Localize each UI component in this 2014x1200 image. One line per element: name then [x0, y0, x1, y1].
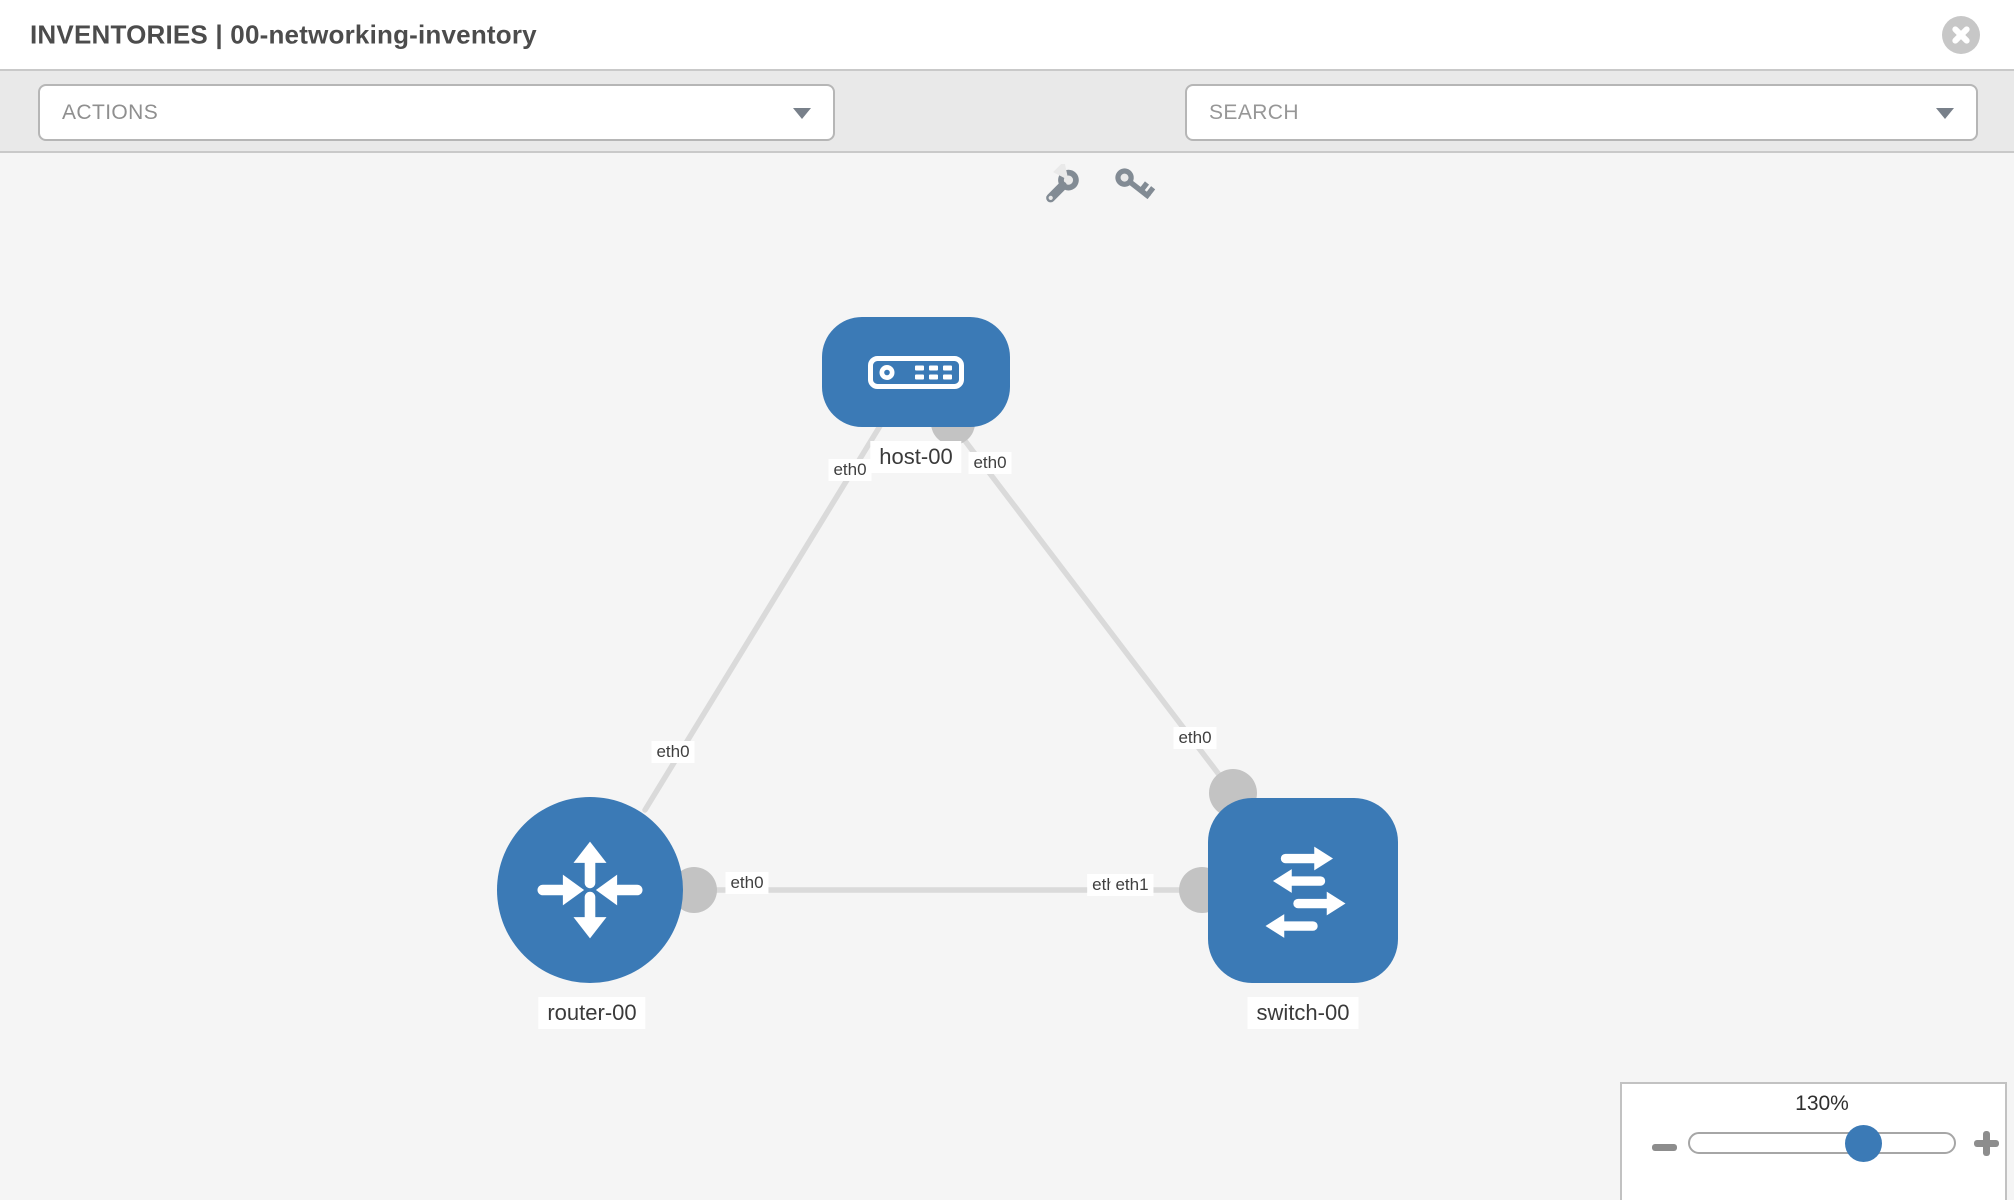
router-arrows-icon	[537, 841, 643, 939]
header: INVENTORIES | 00-networking-inventory	[0, 0, 2014, 71]
zoom-level-value: 130%	[1795, 1092, 1849, 1115]
toolbar: ACTIONS	[0, 71, 2014, 203]
zoom-slider-thumb[interactable]	[1845, 1125, 1882, 1162]
interface-label-host-to-router: eth0	[828, 459, 872, 481]
zoom-slider-track[interactable]	[1688, 1132, 1956, 1154]
topology-links-layer	[642, 401, 1257, 913]
interface-label-host-to-switch: eth0	[968, 452, 1012, 474]
interface-label-switch-to-host: eth0	[1173, 727, 1217, 749]
plus-icon	[1983, 1131, 1990, 1156]
node-router-00[interactable]	[497, 797, 683, 983]
switch-arrows-icon	[1265, 846, 1346, 938]
node-switch-00[interactable]	[1208, 798, 1398, 983]
interface-label-switch-to-router: eth1	[1110, 874, 1154, 896]
page-title: INVENTORIES | 00-networking-inventory	[30, 19, 537, 49]
key-icon-svg	[1115, 168, 1156, 200]
search-dropdown[interactable]: SEARCH	[1185, 84, 1978, 141]
caret-down-icon	[793, 107, 811, 119]
wrench-icon[interactable]	[1038, 160, 1084, 210]
node-label-host[interactable]: host-00	[870, 441, 962, 473]
close-icon	[1942, 16, 1980, 54]
actions-dropdown-label: ACTIONS	[62, 100, 159, 124]
zoom-control-panel: 130%	[1620, 1082, 2007, 1200]
host-server-icon	[868, 355, 964, 389]
zoom-out-button[interactable]	[1651, 1137, 1678, 1157]
node-label-router[interactable]: router-00	[538, 997, 646, 1029]
zoom-in-button[interactable]	[1973, 1130, 2000, 1157]
interface-label-router-to-switch: eth0	[725, 872, 769, 894]
minus-icon	[1652, 1144, 1677, 1151]
key-icon[interactable]	[1110, 161, 1158, 209]
node-label-switch[interactable]: switch-00	[1247, 997, 1359, 1029]
close-button[interactable]	[1942, 16, 1980, 54]
interface-label-router-to-host: eth0	[651, 741, 695, 763]
actions-dropdown[interactable]: ACTIONS	[38, 84, 835, 141]
wrench-icon-svg	[1046, 160, 1079, 203]
caret-down-icon	[1936, 107, 1954, 119]
topology-canvas[interactable]: host-00 router-00 switch-00 eth0 eth0 et…	[0, 153, 2014, 1200]
node-host-00[interactable]	[822, 317, 1010, 427]
interface-dot-router[interactable]	[671, 867, 717, 913]
search-dropdown-placeholder: SEARCH	[1209, 100, 1299, 124]
